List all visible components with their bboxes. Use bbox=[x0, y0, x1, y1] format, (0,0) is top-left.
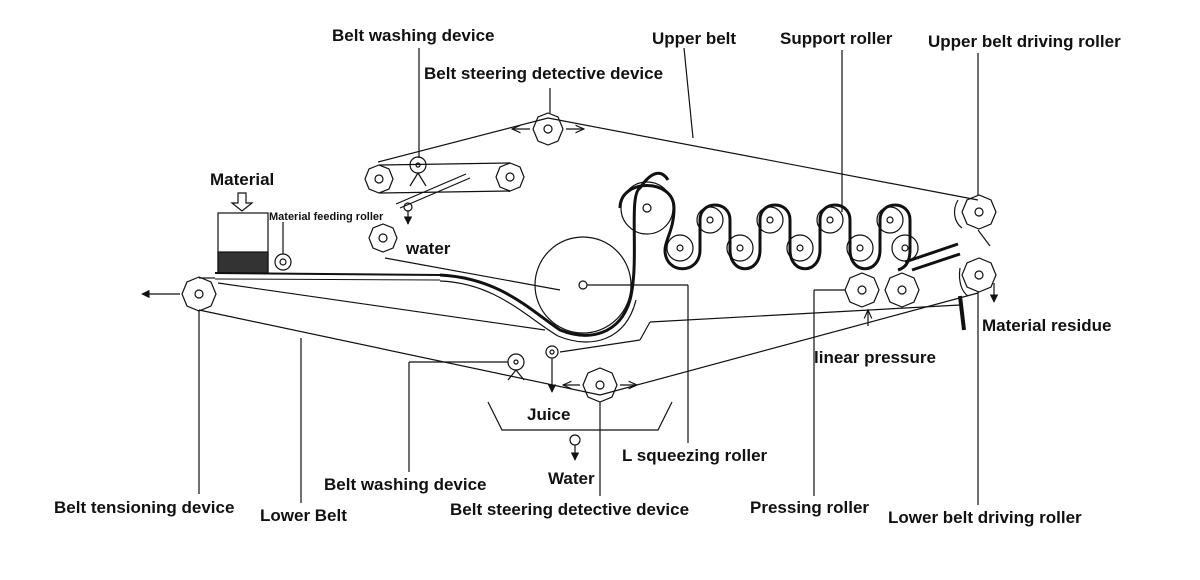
label-water-bottom: Water bbox=[548, 469, 595, 488]
label-belt-steering-top: Belt steering detective device bbox=[424, 64, 663, 83]
label-upper-belt-driving-roller: Upper belt driving roller bbox=[928, 32, 1121, 51]
label-water-top: water bbox=[405, 239, 451, 258]
labels: Belt washing device Belt steering detect… bbox=[54, 26, 1121, 527]
support-roller-train bbox=[618, 181, 919, 272]
lower-belt-washing-device bbox=[507, 345, 559, 393]
material-hopper bbox=[217, 192, 292, 274]
upper-belt-washing-device bbox=[364, 156, 525, 225]
label-juice: Juice bbox=[527, 405, 570, 424]
lower-belt-steering-device bbox=[563, 367, 637, 403]
lower-belt-driving-roller bbox=[958, 257, 997, 297]
label-pressing-roller: Pressing roller bbox=[750, 498, 869, 517]
label-l-squeezing-roller: L squeezing roller bbox=[622, 446, 768, 465]
upper-belt-steering-device bbox=[512, 112, 584, 146]
leader-lines bbox=[198, 47, 979, 505]
l-squeezing-roller bbox=[534, 171, 670, 334]
lower-belt bbox=[198, 277, 979, 396]
label-material-residue: Material residue bbox=[982, 316, 1111, 335]
belt-tensioning-device bbox=[141, 276, 217, 312]
label-material-feeding-roller: Material feeding roller bbox=[269, 211, 384, 223]
label-upper-belt: Upper belt bbox=[652, 29, 736, 48]
scraper-blades bbox=[904, 242, 999, 331]
label-belt-tensioning: Belt tensioning device bbox=[54, 498, 234, 517]
pressing-rollers bbox=[844, 272, 920, 326]
label-belt-steering-bottom: Belt steering detective device bbox=[450, 500, 689, 519]
label-linear-pressure: linear pressure bbox=[814, 348, 936, 367]
label-lower-belt-driving-roller: Lower belt driving roller bbox=[888, 508, 1082, 527]
upper-belt-entry-roller bbox=[368, 223, 398, 253]
juice-tray bbox=[487, 401, 673, 461]
upper-belt-driving-roller bbox=[953, 194, 997, 247]
label-support-roller: Support roller bbox=[780, 29, 893, 48]
upper-belt bbox=[377, 117, 979, 291]
label-belt-washing-bottom: Belt washing device bbox=[324, 475, 487, 494]
belt-feed-path bbox=[214, 272, 637, 343]
label-belt-washing-top: Belt washing device bbox=[332, 26, 495, 45]
label-lower-belt: Lower Belt bbox=[260, 506, 347, 525]
label-material: Material bbox=[210, 170, 274, 189]
